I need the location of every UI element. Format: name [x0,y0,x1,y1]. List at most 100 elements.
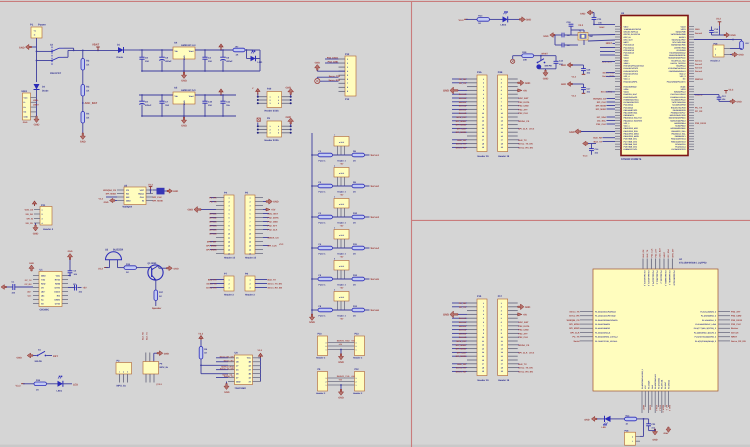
svg-text:10: 10 [501,112,503,115]
svg-text:11: 11 [482,340,484,343]
svg-text:PS2_DATA: PS2_DATA [731,319,743,322]
svg-text:15: 15 [482,131,484,134]
svg-text:V3.3: V3.3 [16,384,22,387]
svg-text:GND: GND [273,201,279,204]
svg-text:Header 3: Header 3 [353,392,363,395]
svg-text:GND: GND [315,61,321,64]
svg-text:SPI_CLK: SPI_CLK [597,101,607,104]
svg-text:PB15/SPI2_MOSI: PB15/SPI2_MOSI [624,135,640,138]
svg-text:5: 5 [278,99,279,102]
svg-text:9: 9 [501,332,502,335]
svg-text:Servo1: Servo1 [459,317,467,320]
svg-text:4: 4 [334,227,335,230]
svg-text:PA0-WKUP/ADC0/TIC2: PA0-WKUP/ADC0/TIC2 [624,65,644,68]
svg-text:+5V: +5V [340,255,344,258]
svg-text:1K: 1K [36,388,39,391]
svg-text:Servo3: Servo3 [459,325,467,328]
svg-text:GND: GND [443,314,449,317]
svg-text:Servo_TX_EN: Servo_TX_EN [268,282,283,285]
svg-text:3: 3 [334,196,335,199]
svg-text:6: 6 [278,102,279,105]
svg-text:Power: Power [38,24,46,27]
svg-text:RXD_3: RXD_3 [668,405,671,411]
svg-text:CTS#: CTS# [55,302,61,305]
svg-text:GND: GND [561,64,566,67]
svg-text:2: 2 [249,282,250,285]
svg-text:GND: GND [736,100,742,103]
svg-text:+5V: +5V [523,89,528,92]
svg-text:BLE_TX: BLE_TX [646,249,649,257]
svg-text:9: 9 [501,108,502,111]
svg-text:220uF: 220uF [165,60,172,63]
svg-text:10: 10 [249,232,251,235]
svg-text:PB2/BOOT1: PB2/BOOT1 [675,135,686,138]
svg-text:Servo_RX_EN: Servo_RX_EN [220,355,234,358]
svg-text:Fuse 1: Fuse 1 [319,221,327,224]
svg-text:V3.3: V3.3 [459,19,465,22]
svg-text:V3.3: V3.3 [716,17,721,20]
svg-text:Servo1: Servo1 [459,93,467,96]
svg-text:OSC_OUT: OSC_OUT [624,38,634,41]
svg-text:C16: C16 [567,21,572,24]
svg-text:2: 2 [123,371,124,374]
svg-text:VCC: VCC [56,274,61,277]
svg-text:Servo2: Servo2 [459,97,467,100]
svg-text:P18: P18 [625,429,630,432]
svg-text:ADC_BAT: ADC_BAT [268,212,279,215]
svg-text:Servo4: Servo4 [459,105,467,108]
svg-text:PC_RX: PC_RX [695,110,703,113]
svg-text:8: 8 [483,104,484,107]
svg-text:1: 1 [270,125,271,128]
svg-text:ADC_BAT: ADC_BAT [85,102,98,105]
svg-text:Fuse 1: Fuse 1 [319,252,327,255]
svg-text:PS2_ATT: PS2_ATT [518,332,528,335]
svg-text:19: 19 [482,370,484,373]
svg-text:D+: D+ [24,106,27,109]
svg-text:Header 19: Header 19 [498,379,510,382]
svg-text:3: 3 [326,377,327,380]
svg-text:PC4/ADC14: PC4/ADC14 [675,146,686,149]
svg-text:17: 17 [501,139,503,142]
svg-text:C6: C6 [226,56,230,59]
svg-text:SPI_MOSI: SPI_MOSI [153,199,164,202]
svg-text:Servo_TX: Servo_TX [456,367,467,370]
svg-text:2: 2 [270,128,271,131]
svg-text:4: 4 [483,313,485,316]
svg-text:R19: R19 [36,379,41,382]
svg-text:PS2_CLK: PS2_CLK [731,323,741,326]
svg-text:18: 18 [501,142,503,145]
svg-text:9: 9 [347,90,349,93]
svg-text:CANRX/A.1/PA11: CANRX/A.1/PA11 [670,96,685,99]
svg-text:1: 1 [42,208,43,211]
svg-text:3: 3 [347,66,349,69]
svg-text:SERVO_TXD: SERVO_TXD [337,375,350,378]
svg-text:Speaker: Speaker [152,307,161,310]
svg-text:Header 3: Header 3 [337,283,346,286]
svg-text:GND: GND [173,190,178,193]
svg-text:Servo_TX: Servo_TX [224,375,234,378]
svg-text:1: 1 [270,96,271,99]
svg-text:3: 3 [483,309,484,312]
svg-text:6: 6 [347,78,349,81]
svg-text:P16: P16 [714,42,719,45]
svg-text:GND: GND [543,35,549,38]
svg-text:P1.4(INT)/RXD_2(CCP)_2: P1.4(INT)/RXD_2(CCP)_2 [694,331,716,334]
svg-text:PA12/USBDP/CANTX: PA12/USBDP/CANTX [667,80,687,83]
svg-text:G5: G5 [174,86,178,89]
svg-text:V3.3: V3.3 [583,155,588,158]
svg-text:PB2/BOOT1: PB2/BOOT1 [624,114,635,117]
svg-text:1: 1 [228,196,229,199]
svg-text:PC_TX: PC_TX [695,106,703,109]
svg-text:P17: P17 [498,295,503,298]
svg-text:CH340C: CH340C [40,308,50,311]
svg-text:1: 1 [501,78,502,81]
svg-text:13: 13 [228,244,230,247]
svg-text:STM32F103RBT6: STM32F103RBT6 [621,158,642,161]
svg-text:Servo_TX_EN: Servo_TX_EN [518,367,533,370]
svg-text:Servo4: Servo4 [371,247,380,250]
svg-text:MCK2/SDIO6/PB15: MCK2/SDIO6/PB15 [669,117,686,120]
svg-text:5: 5 [228,212,229,215]
svg-text:3: 3 [326,341,327,344]
svg-text:15: 15 [228,252,230,255]
svg-text:11: 11 [228,236,230,239]
